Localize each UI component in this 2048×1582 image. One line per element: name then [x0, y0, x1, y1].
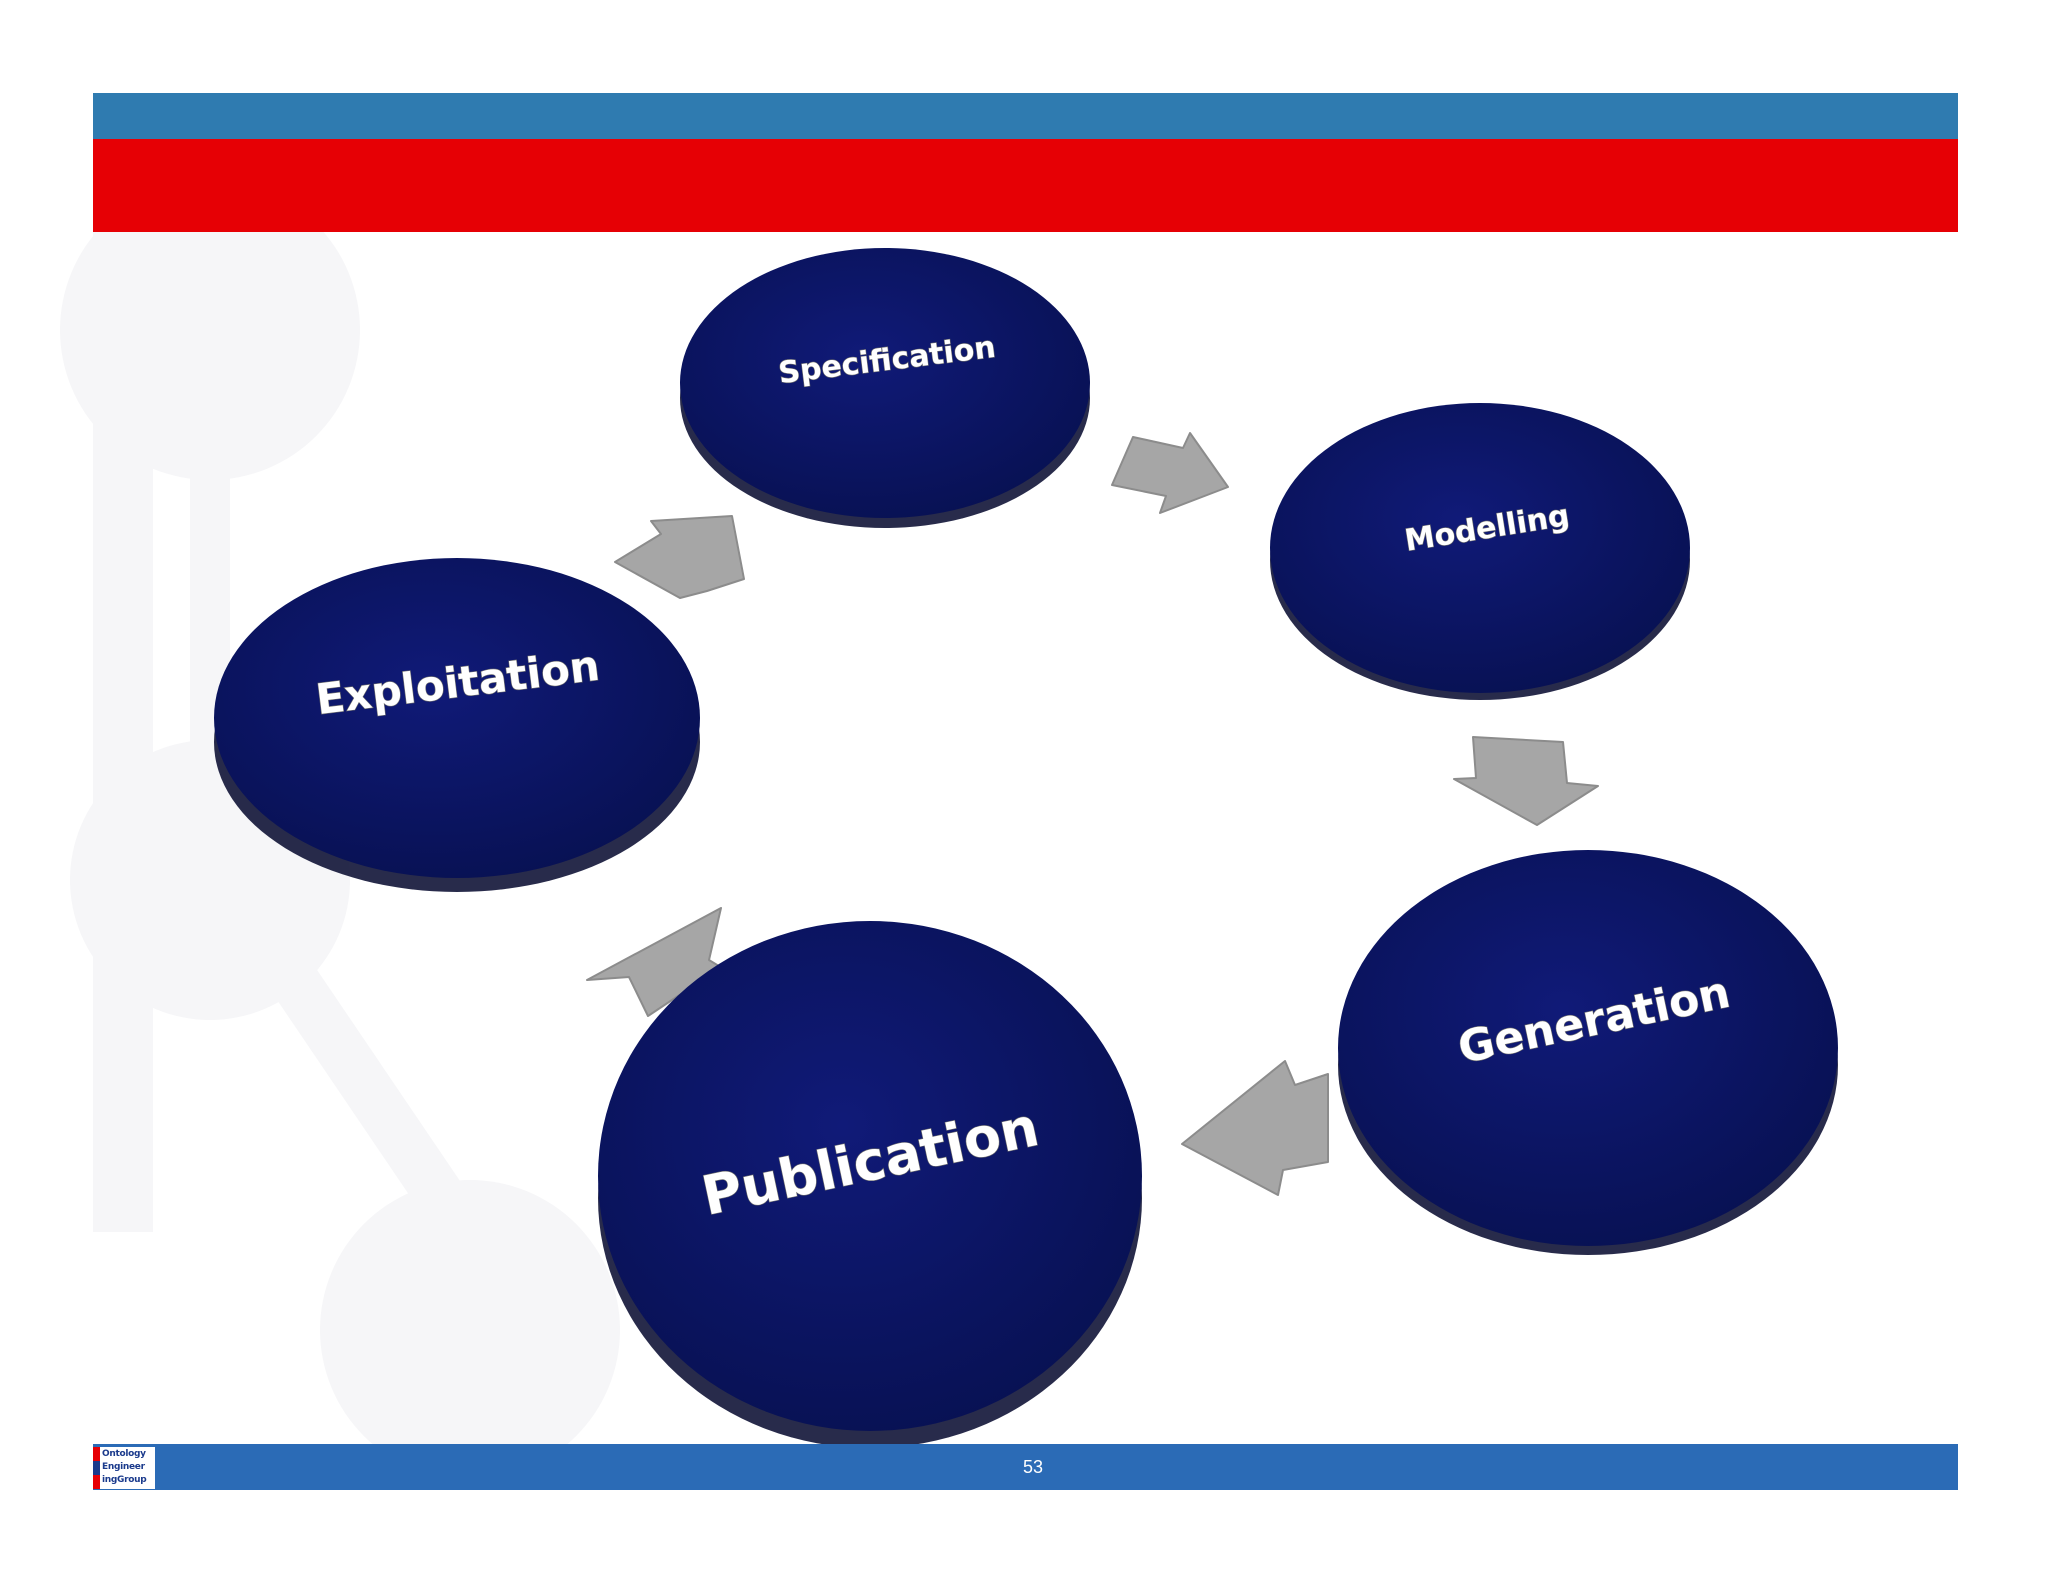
disc-specification: Specification [680, 248, 1090, 528]
header-red-band [93, 139, 1958, 232]
arrow-specification-to-modelling [1111, 432, 1229, 514]
logo-bar-red [93, 1475, 100, 1489]
arrow-modelling-to-generation [1453, 736, 1599, 826]
logo-text: Ontology Engineer ingGroup [102, 1448, 154, 1487]
logo-line: Ontology [102, 1449, 146, 1459]
footer-bar [93, 1444, 1958, 1490]
logo-bar-blue [93, 1461, 100, 1475]
disc-exploitation: Exploitation [214, 558, 700, 892]
disc-generation: Generation [1338, 850, 1838, 1255]
logo-line: ingGroup [102, 1475, 147, 1485]
group-logo: Ontology Engineer ingGroup [93, 1447, 155, 1489]
arrow-generation-to-publication [1181, 1060, 1329, 1196]
logo-bar-red [93, 1447, 100, 1461]
arrow-exploitation-to-specification [614, 515, 745, 599]
disc-modelling: Modelling [1270, 403, 1690, 700]
logo-line: Engineer [102, 1462, 145, 1472]
header-blue-band [93, 93, 1958, 139]
page-number: 53 [1022, 1457, 1044, 1477]
disc-publication: Publication [598, 921, 1142, 1448]
